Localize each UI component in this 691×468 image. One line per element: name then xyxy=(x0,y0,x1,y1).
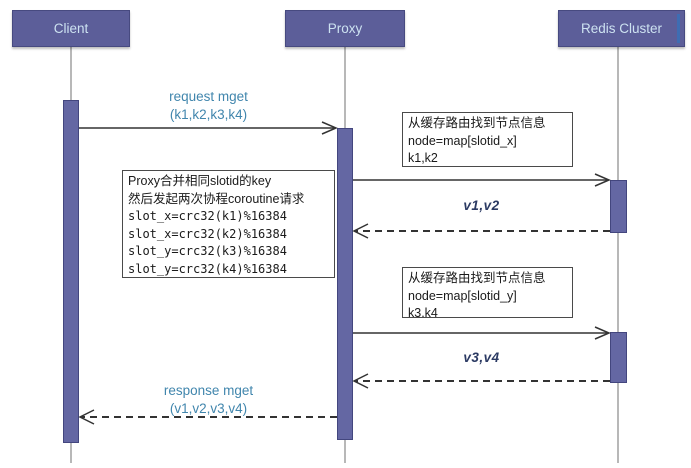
response-mget-label: response mget (v1,v2,v3,v4) xyxy=(80,382,337,418)
actor-client: Client xyxy=(12,10,130,47)
request-mget-line2: (k1,k2,k3,k4) xyxy=(169,107,248,122)
note-route-slotid-x: 从缓存路由找到节点信息 node=map[slotid_x] k1,k2 xyxy=(402,112,573,167)
response-mget-line2: (v1,v2,v3,v4) xyxy=(169,401,248,416)
redis-activation-bar-2 xyxy=(610,332,627,383)
actor-redis-cluster-label: Redis Cluster xyxy=(580,21,663,36)
proxy-activation-bar xyxy=(337,128,353,440)
note-merge-code-3: slot_y=crc32(k3)%16384 xyxy=(128,244,287,258)
v3v4-label: v3,v4 xyxy=(463,350,500,365)
client-activation-bar xyxy=(63,100,79,443)
note-merge-code-4: slot_y=crc32(k4)%16384 xyxy=(128,261,287,276)
note-route-x-line1: 从缓存路由找到节点信息 xyxy=(408,116,546,130)
response-mget-line1: response mget xyxy=(163,383,254,398)
note-route-y-line1: 从缓存路由找到节点信息 xyxy=(408,271,546,285)
note-merge-line2: 然后发起两次协程coroutine请求 xyxy=(128,191,305,206)
note-merge-code-1: slot_x=crc32(k1)%16384 xyxy=(128,209,287,223)
note-route-y-line3: k3,k4 xyxy=(408,306,438,318)
actor-redis-cluster: Redis Cluster xyxy=(558,10,685,47)
request-mget-label: request mget (k1,k2,k3,k4) xyxy=(80,88,337,124)
redis-activation-bar-1 xyxy=(610,180,627,233)
arrow-proxy-to-redis-2 xyxy=(353,326,611,340)
arrow-proxy-to-redis-1 xyxy=(353,173,611,187)
request-mget-line1: request mget xyxy=(169,89,248,104)
arrow-return-v1v2 xyxy=(352,223,610,239)
actor-client-label: Client xyxy=(53,21,89,36)
note-merge-code-2: slot_x=crc32(k2)%16384 xyxy=(128,226,287,241)
redis-box-accent xyxy=(677,14,680,43)
note-merge-line1: Proxy合并相同slotid的key xyxy=(128,174,272,188)
note-route-x-line2: node=map[slotid_x] xyxy=(408,133,517,148)
arrow-return-v3v4 xyxy=(352,373,610,389)
v1v2-label: v1,v2 xyxy=(463,198,500,213)
note-route-y-line2: node=map[slotid_y] xyxy=(408,288,517,303)
actor-proxy: Proxy xyxy=(285,10,405,47)
note-route-x-line3: k1,k2 xyxy=(408,151,438,165)
actor-proxy-label: Proxy xyxy=(327,21,363,36)
note-merge-slotid-keys: Proxy合并相同slotid的key 然后发起两次协程coroutine请求 … xyxy=(122,170,335,278)
note-route-slotid-y: 从缓存路由找到节点信息 node=map[slotid_y] k3,k4 xyxy=(402,267,573,318)
